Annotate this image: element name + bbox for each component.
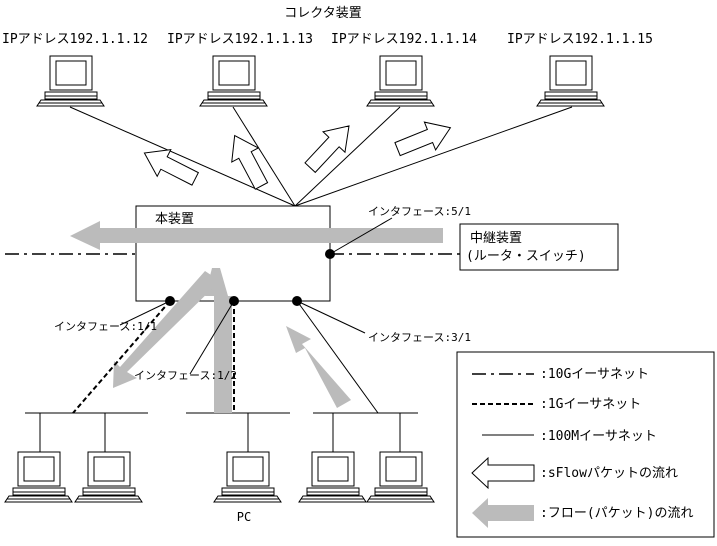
collector-computer-1: [36, 55, 105, 107]
collector-label-2: IPアドレス192.1.1.13: [167, 32, 313, 47]
collector-title: コレクタ装置: [284, 6, 361, 21]
collector-computer-4: [536, 55, 605, 107]
lan-computer-2: [74, 451, 143, 503]
flow-arrow-left: [113, 271, 220, 388]
collector-computer-3: [366, 55, 435, 107]
main-device-box: [135, 205, 331, 302]
one-g-links: [72, 300, 235, 414]
collector-label-4: IPアドレス192.1.1.15: [507, 32, 653, 47]
interface-label-1-2: インタフェース:1/2: [134, 369, 237, 382]
sflow-arrow-3: [304, 125, 350, 174]
relay-device-label-1: 中継装置: [470, 231, 522, 246]
interface-leaders: [119, 217, 393, 375]
lan-computer-4: [366, 451, 435, 503]
pc-label: PC: [237, 510, 251, 524]
interface-label-5-1: インタフェース:5/1: [368, 205, 471, 218]
legend-sflow-arrow: [471, 456, 535, 490]
collector-computer-2: [199, 55, 268, 107]
lan-computer-pc: [213, 451, 282, 503]
legend-one-g-label: :1Gイーサネット: [540, 397, 641, 412]
collector-label-1: IPアドレス192.1.1.12: [2, 32, 148, 47]
legend-flow-label: :フロー(パケット)の流れ: [540, 506, 693, 521]
sflow-arrow-4: [394, 121, 452, 157]
flow-arrow-right: [286, 326, 351, 408]
sflow-arrows: [143, 121, 452, 190]
legend-sflow-label: :sFlowパケットの流れ: [540, 466, 678, 481]
relay-device-box: [459, 223, 619, 271]
lan-computer-3: [298, 451, 367, 503]
main-device-label: 本装置: [155, 212, 194, 227]
flow-arrow-pc: [205, 268, 232, 413]
collector-links: [69, 106, 573, 207]
sflow-arrow-1: [143, 149, 200, 186]
sflow-arrow-2: [231, 134, 269, 190]
legend-box: [456, 351, 715, 538]
legend-ten-g-label: :10Gイーサネット: [540, 367, 649, 382]
legend-hundred-m-label: :100Mイーサネット: [540, 429, 657, 444]
interface-label-1-1: インタフェース:1/1: [54, 320, 157, 333]
lan-computer-1: [4, 451, 73, 503]
legend-flow-arrow: [472, 498, 534, 528]
relay-device-label-2: (ルータ・スイッチ): [466, 249, 586, 264]
interface-label-3-1: インタフェース:3/1: [368, 331, 471, 344]
flow-arrows-lan: [113, 268, 351, 413]
collector-label-3: IPアドレス192.1.1.14: [331, 32, 477, 47]
lan-segments: [25, 412, 418, 452]
hundred-m-link-3-1: [296, 300, 379, 414]
interface-ports: [165, 249, 335, 306]
